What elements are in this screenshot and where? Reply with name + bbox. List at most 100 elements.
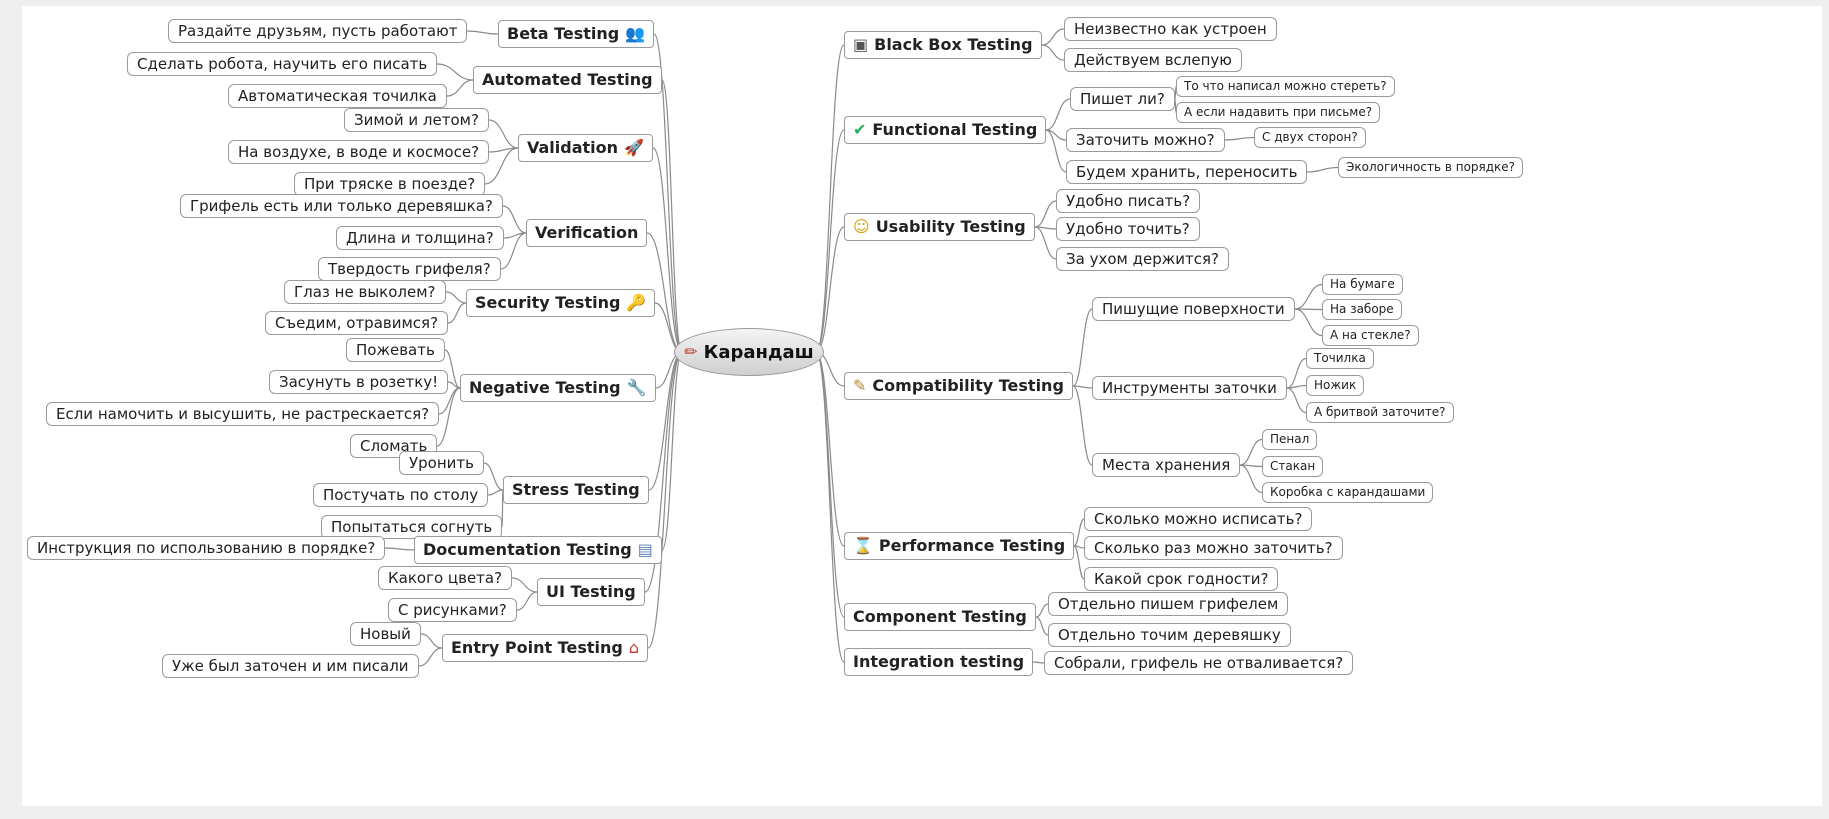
subtopic-functional-0-0[interactable]: То что написал можно стереть? xyxy=(1176,76,1395,97)
branch-stress[interactable]: Stress Testing xyxy=(503,476,649,504)
topic-performance-0[interactable]: Сколько можно исписать? xyxy=(1084,507,1313,531)
subtopic-compatibility-0-2[interactable]: А на стекле? xyxy=(1322,325,1419,346)
topic-negative-2[interactable]: Если намочить и высушить, не растрескает… xyxy=(46,402,440,426)
connector-line xyxy=(487,489,504,496)
topic-security-1[interactable]: Съедим, отравимся? xyxy=(265,311,449,335)
smiley-icon: ☺ xyxy=(853,217,870,236)
topic-stress-0[interactable]: Уронить xyxy=(399,451,484,475)
topic-compatibility-1-label: Инструменты заточки xyxy=(1102,379,1277,397)
branch-functional[interactable]: ✔Functional Testing xyxy=(844,116,1047,144)
branch-usability[interactable]: ☺Usability Testing xyxy=(844,213,1035,241)
topic-functional-0[interactable]: Пишет ли? xyxy=(1070,87,1175,111)
topic-stress-1[interactable]: Постучать по столу xyxy=(313,483,489,507)
topic-performance-1[interactable]: Сколько раз можно заточить? xyxy=(1084,536,1343,560)
topic-validation-0[interactable]: Зимой и летом? xyxy=(344,108,489,132)
branch-automated[interactable]: Automated Testing xyxy=(473,66,662,94)
topic-security-1-label: Съедим, отравимся? xyxy=(275,314,439,332)
topic-usability-1[interactable]: Удобно точить? xyxy=(1056,217,1200,241)
topic-integration-0[interactable]: Собрали, грифель не отваливается? xyxy=(1044,651,1354,675)
branch-validation[interactable]: Validation🚀 xyxy=(518,134,653,162)
central-topic[interactable]: ✏ Карандаш xyxy=(674,328,824,376)
topic-ui-1[interactable]: С рисунками? xyxy=(388,598,517,622)
topic-component-0[interactable]: Отдельно пишем грифелем xyxy=(1048,592,1289,616)
branch-functional-label: Functional Testing xyxy=(872,120,1038,139)
subtopic-compatibility-0-1[interactable]: На заборе xyxy=(1322,299,1402,320)
subtopic-compatibility-0-2-label: А на стекле? xyxy=(1330,328,1411,342)
rocket-icon: 🚀 xyxy=(624,138,644,157)
topic-verification-0[interactable]: Грифель есть или только деревяшка? xyxy=(180,194,503,218)
subtopic-compatibility-2-0[interactable]: Пенал xyxy=(1262,429,1318,450)
connector-line xyxy=(447,302,467,324)
topic-automated-0-label: Сделать робота, научить его писать xyxy=(137,55,428,73)
topic-usability-0[interactable]: Удобно писать? xyxy=(1056,189,1201,213)
connector-line xyxy=(1239,464,1263,494)
branch-documentation[interactable]: Documentation Testing▤ xyxy=(414,536,662,564)
connector-line xyxy=(1306,166,1339,173)
topic-automated-1[interactable]: Автоматическая точилка xyxy=(228,84,447,108)
topic-performance-2[interactable]: Какой срок годности? xyxy=(1084,567,1279,591)
branch-ui[interactable]: UI Testing xyxy=(537,578,645,606)
topic-entry-0[interactable]: Новый xyxy=(350,622,421,646)
topic-validation-1[interactable]: На воздухе, в воде и космосе? xyxy=(228,140,490,164)
connector-line xyxy=(466,30,499,35)
branch-integration[interactable]: Integration testing xyxy=(844,648,1034,676)
topic-stress-2[interactable]: Попытаться согнуть xyxy=(321,515,503,539)
subtopic-compatibility-1-0[interactable]: Точилка xyxy=(1306,348,1374,369)
topic-negative-1[interactable]: Засунуть в розетку! xyxy=(269,370,449,394)
branch-entry[interactable]: Entry Point Testing⌂ xyxy=(442,634,648,662)
topic-automated-0[interactable]: Сделать робота, научить его писать xyxy=(127,52,438,76)
topic-usability-2[interactable]: За ухом держится? xyxy=(1056,247,1229,271)
connector-line xyxy=(1294,308,1323,337)
topic-functional-1[interactable]: Заточить можно? xyxy=(1066,128,1225,152)
subtopic-compatibility-0-0[interactable]: На бумаге xyxy=(1322,274,1403,295)
branch-component[interactable]: Component Testing xyxy=(844,603,1036,631)
connector-line xyxy=(502,205,527,234)
connector-line xyxy=(436,387,461,447)
topic-blackbox-1[interactable]: Действуем вслепую xyxy=(1064,48,1242,72)
topic-verification-2[interactable]: Твердость грифеля? xyxy=(318,257,501,281)
topic-negative-0[interactable]: Пожевать xyxy=(346,338,445,362)
subtopic-compatibility-1-2[interactable]: А бритвой заточите? xyxy=(1306,402,1454,423)
connector-line xyxy=(436,63,474,81)
topic-security-0[interactable]: Глаз не выколем? xyxy=(284,280,446,304)
box-icon: ▣ xyxy=(853,35,869,54)
topic-ui-0[interactable]: Какого цвета? xyxy=(378,566,513,590)
topic-verification-1[interactable]: Длина и толщина? xyxy=(336,226,504,250)
topic-compatibility-2[interactable]: Места хранения xyxy=(1092,453,1241,477)
topic-validation-1-label: На воздухе, в воде и космосе? xyxy=(238,143,480,161)
subtopic-functional-2-0[interactable]: Экологичность в порядке? xyxy=(1338,157,1524,178)
branch-security[interactable]: Security Testing🔑 xyxy=(466,289,656,317)
branch-compatibility[interactable]: ✎Compatibility Testing xyxy=(844,372,1073,400)
connector-line xyxy=(647,351,683,649)
branch-verification[interactable]: Verification xyxy=(526,219,648,247)
tools-icon: 🔧 xyxy=(626,378,647,397)
topic-negative-2-label: Если намочить и высушить, не растрескает… xyxy=(56,405,430,423)
topic-blackbox-0[interactable]: Неизвестно как устроен xyxy=(1064,17,1277,41)
subtopic-functional-0-1[interactable]: А если надавить при письме? xyxy=(1176,102,1381,123)
branch-beta[interactable]: Beta Testing👥 xyxy=(498,20,655,48)
branch-documentation-label: Documentation Testing xyxy=(423,540,632,559)
topic-compatibility-0[interactable]: Пишущие поверхности xyxy=(1092,297,1295,321)
subtopic-compatibility-1-1[interactable]: Ножик xyxy=(1306,375,1365,396)
branch-blackbox[interactable]: ▣Black Box Testing xyxy=(844,31,1042,59)
connector-line xyxy=(1294,283,1323,310)
subtopic-compatibility-2-2[interactable]: Коробка с карандашами xyxy=(1262,482,1434,503)
topic-entry-0-label: Новый xyxy=(360,625,411,643)
topic-performance-1-label: Сколько раз можно заточить? xyxy=(1094,539,1333,557)
topic-entry-1[interactable]: Уже был заточен и им писали xyxy=(162,654,419,678)
topic-functional-2[interactable]: Будем хранить, переносить xyxy=(1066,160,1308,184)
people-icon: 👥 xyxy=(625,24,646,43)
subtopic-functional-1-0[interactable]: С двух сторон? xyxy=(1254,127,1366,148)
topic-beta-0[interactable]: Раздайте друзьям, пусть работают xyxy=(168,19,468,43)
subtopic-compatibility-2-1-label: Стакан xyxy=(1270,459,1316,473)
topic-component-1[interactable]: Отдельно точим деревяшку xyxy=(1048,623,1291,647)
subtopic-compatibility-2-1[interactable]: Стакан xyxy=(1262,456,1324,477)
branch-performance[interactable]: ⌛Performance Testing xyxy=(844,532,1075,560)
topic-validation-2[interactable]: При тряске в поезде? xyxy=(294,172,486,196)
topic-verification-2-label: Твердость грифеля? xyxy=(328,260,491,278)
topic-documentation-0[interactable]: Инструкция по использованию в порядке? xyxy=(27,536,386,560)
subtopic-functional-2-0-label: Экологичность в порядке? xyxy=(1346,160,1516,174)
branch-negative[interactable]: Negative Testing🔧 xyxy=(460,374,656,402)
topic-verification-1-label: Длина и толщина? xyxy=(346,229,494,247)
topic-compatibility-1[interactable]: Инструменты заточки xyxy=(1092,376,1287,400)
